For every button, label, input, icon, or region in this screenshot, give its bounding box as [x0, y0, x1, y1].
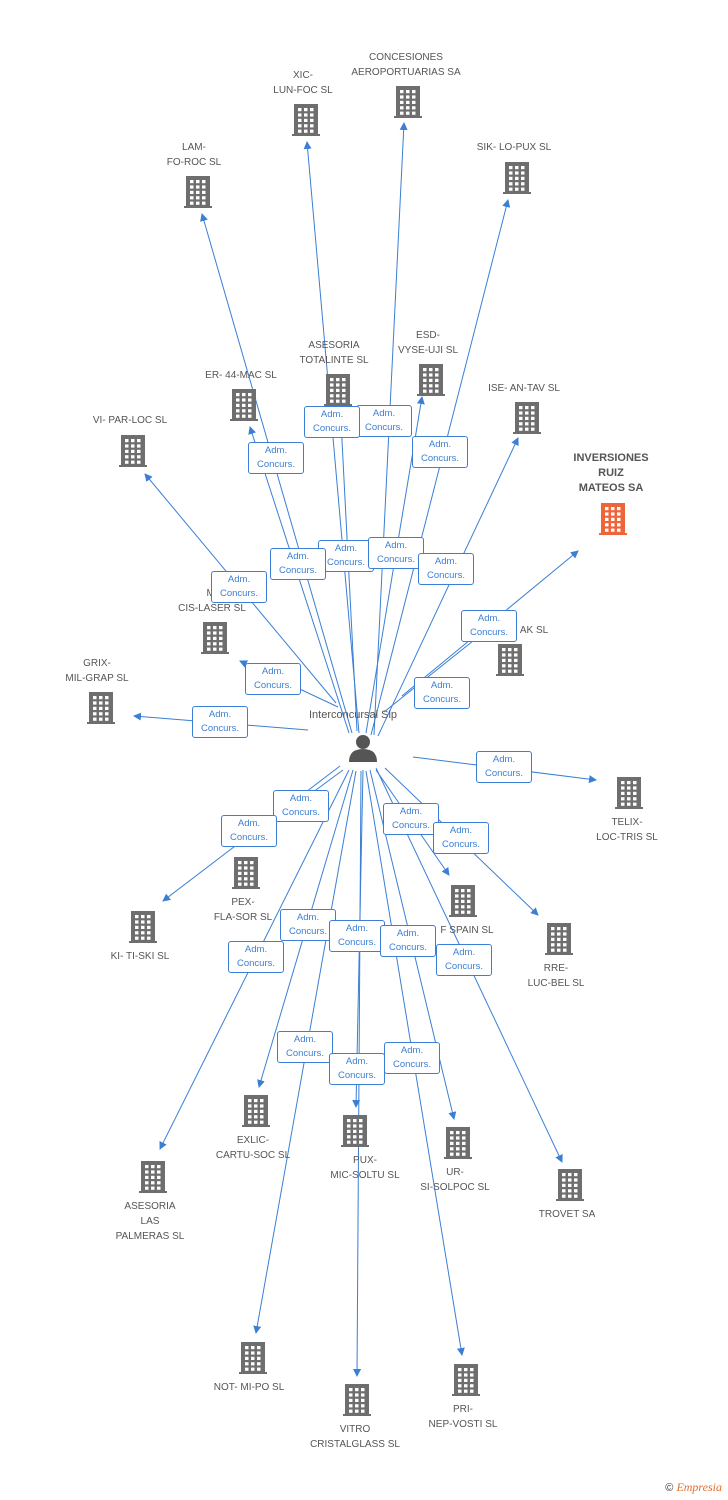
role-badge: Adm. Concurs.	[329, 1053, 385, 1085]
building-icon[interactable]	[444, 1127, 472, 1159]
brand-logo[interactable]: Empresia	[676, 1480, 722, 1494]
company-label[interactable]: VI- PAR-LOC SL	[92, 415, 168, 426]
role-badge: Adm. Concurs.	[211, 571, 267, 603]
company-label[interactable]: GRIX- MIL-GRAP SL	[65, 658, 129, 684]
building-icon[interactable]	[599, 503, 627, 535]
edge-line	[248, 426, 350, 734]
role-badge: Adm. Concurs.	[476, 751, 532, 783]
copyright-symbol: ©	[665, 1482, 674, 1494]
company-label[interactable]: TELIX- LOC-TRIS SL	[596, 817, 658, 843]
building-icon[interactable]	[242, 1095, 270, 1127]
company-label[interactable]: PUX- MIC-SOLTU SL	[330, 1155, 400, 1181]
building-icon[interactable]	[239, 1342, 267, 1374]
building-icon[interactable]	[119, 435, 147, 467]
building-icon[interactable]	[343, 1384, 371, 1416]
company-label[interactable]: XIC- LUN-FOC SL	[273, 70, 333, 96]
building-icon[interactable]	[87, 692, 115, 724]
building-icon[interactable]	[513, 402, 541, 434]
building-icon[interactable]	[129, 911, 157, 943]
building-icon[interactable]	[496, 644, 524, 676]
company-label[interactable]: TROVET SA	[538, 1209, 596, 1220]
role-badge: Adm. Concurs.	[412, 436, 468, 468]
building-icon[interactable]	[615, 777, 643, 809]
role-badge: Adm. Concurs.	[414, 677, 470, 709]
company-label[interactable]: F SPAIN SL	[440, 925, 494, 936]
role-badge: Adm. Concurs.	[383, 803, 439, 835]
company-label[interactable]: INVERSIONES RUIZ MATEOS SA	[573, 452, 649, 494]
company-label[interactable]: EXLIC- CARTU-SOC SL	[215, 1135, 291, 1161]
company-label[interactable]: NOT- MI-PO SL	[213, 1382, 285, 1393]
building-icon[interactable]	[545, 923, 573, 955]
company-label[interactable]: PRI- NEP-VOSTI SL	[428, 1404, 498, 1430]
company-label[interactable]: PEX- FLA-SOR SL	[213, 897, 273, 923]
role-badge: Adm. Concurs.	[436, 944, 492, 976]
company-label[interactable]: ER- 44-MAC SL	[205, 370, 277, 381]
company-label[interactable]: CONCESIONES AEROPORTUARIAS SA	[351, 52, 461, 78]
building-icon[interactable]	[449, 885, 477, 917]
role-badge: Adm. Concurs.	[329, 920, 385, 952]
role-badge: Adm. Concurs.	[273, 790, 329, 822]
building-icon[interactable]	[503, 162, 531, 194]
role-badge: Adm. Concurs.	[384, 1042, 440, 1074]
role-badge: Adm. Concurs.	[368, 537, 424, 569]
building-icon[interactable]	[292, 104, 320, 136]
role-badge: Adm. Concurs.	[192, 706, 248, 738]
role-badge: Adm. Concurs.	[277, 1031, 333, 1063]
company-label[interactable]: ASESORIA LAS PALMERAS SL	[115, 1201, 185, 1242]
company-label[interactable]: KI- TI-SKI SL	[110, 951, 170, 962]
building-icon[interactable]	[201, 622, 229, 654]
building-icon[interactable]	[184, 176, 212, 208]
building-icon[interactable]	[556, 1169, 584, 1201]
role-badge: Adm. Concurs.	[356, 405, 412, 437]
role-badge: Adm. Concurs.	[380, 925, 436, 957]
person-icon[interactable]	[349, 735, 377, 762]
role-badge: Adm. Concurs.	[418, 553, 474, 585]
building-icon[interactable]	[452, 1364, 480, 1396]
role-badge: Adm. Concurs.	[270, 548, 326, 580]
role-badge: Adm. Concurs.	[461, 610, 517, 642]
building-icon[interactable]	[230, 389, 258, 421]
company-label[interactable]: SIK- LO-PUX SL	[476, 142, 552, 153]
building-icon[interactable]	[232, 857, 260, 889]
company-label[interactable]: AK SL	[519, 625, 549, 636]
company-label[interactable]: ESD- VYSE-UJI SL	[397, 330, 459, 356]
company-label[interactable]: LAM- FO-ROC SL	[166, 142, 222, 168]
role-badge: Adm. Concurs.	[248, 442, 304, 474]
role-badge: Adm. Concurs.	[221, 815, 277, 847]
role-badge: Adm. Concurs.	[245, 663, 301, 695]
building-icon[interactable]	[394, 86, 422, 118]
company-label[interactable]: RRE- LUC-BEL SL	[527, 963, 585, 989]
building-icon[interactable]	[324, 374, 352, 406]
building-icon[interactable]	[341, 1115, 369, 1147]
company-label[interactable]: ASESORIA TOTALINTE SL	[299, 340, 369, 366]
edge-line	[377, 437, 519, 737]
building-icon[interactable]	[139, 1161, 167, 1193]
role-badge: Adm. Concurs.	[228, 941, 284, 973]
role-badge: Adm. Concurs.	[280, 909, 336, 941]
role-badge: Adm. Concurs.	[318, 540, 374, 572]
role-badge: Adm. Concurs.	[304, 406, 360, 438]
building-icon[interactable]	[417, 364, 445, 396]
footer: © Empresia	[665, 1480, 722, 1495]
center-node-label: Interconcursal Slp	[309, 709, 398, 721]
company-label[interactable]: UR- SI-SOLPOC SL	[420, 1167, 490, 1193]
role-badge: Adm. Concurs.	[433, 822, 489, 854]
company-label[interactable]: ISE- AN-TAV SL	[488, 383, 560, 394]
company-label[interactable]: VITRO CRISTALGLASS SL	[310, 1424, 400, 1450]
